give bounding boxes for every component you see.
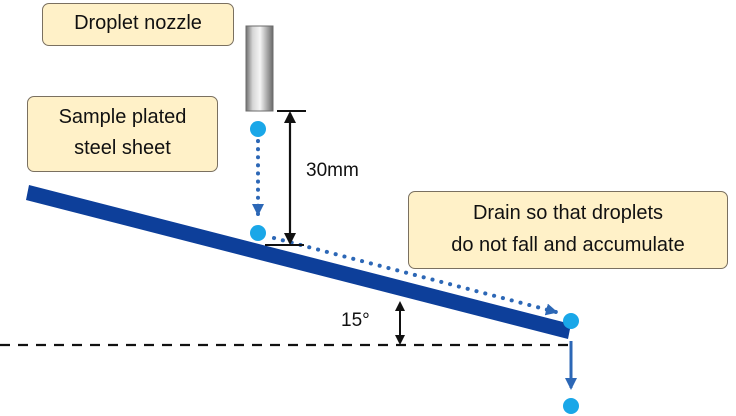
droplet-nozzle-label: Droplet nozzle (74, 12, 202, 34)
drain-callout: Drain so that droplets do not fall and a… (408, 191, 728, 269)
drain-flow-path (272, 236, 558, 316)
drop-distance-label: 30mm (306, 160, 359, 181)
falling-droplet-below (563, 398, 579, 414)
sheet-angle-label: 15° (341, 310, 370, 331)
droplet-nozzle-callout: Droplet nozzle (42, 3, 234, 46)
sample-sheet-callout: Sample plated steel sheet (27, 96, 218, 172)
sample-steel-sheet (26, 185, 571, 339)
drain-label-line-1: Drain so that droplets (472, 202, 664, 224)
sample-sheet-label-line-1: Sample plated (58, 106, 187, 128)
droplet-at-nozzle (250, 121, 266, 137)
droplet-at-sheet-edge (563, 313, 579, 329)
sample-sheet-label-line-2: steel sheet (74, 137, 171, 159)
droplet-on-sheet (250, 225, 266, 241)
droplet-nozzle (245, 25, 274, 112)
drain-label-line-2: do not fall and accumulate (451, 234, 685, 256)
